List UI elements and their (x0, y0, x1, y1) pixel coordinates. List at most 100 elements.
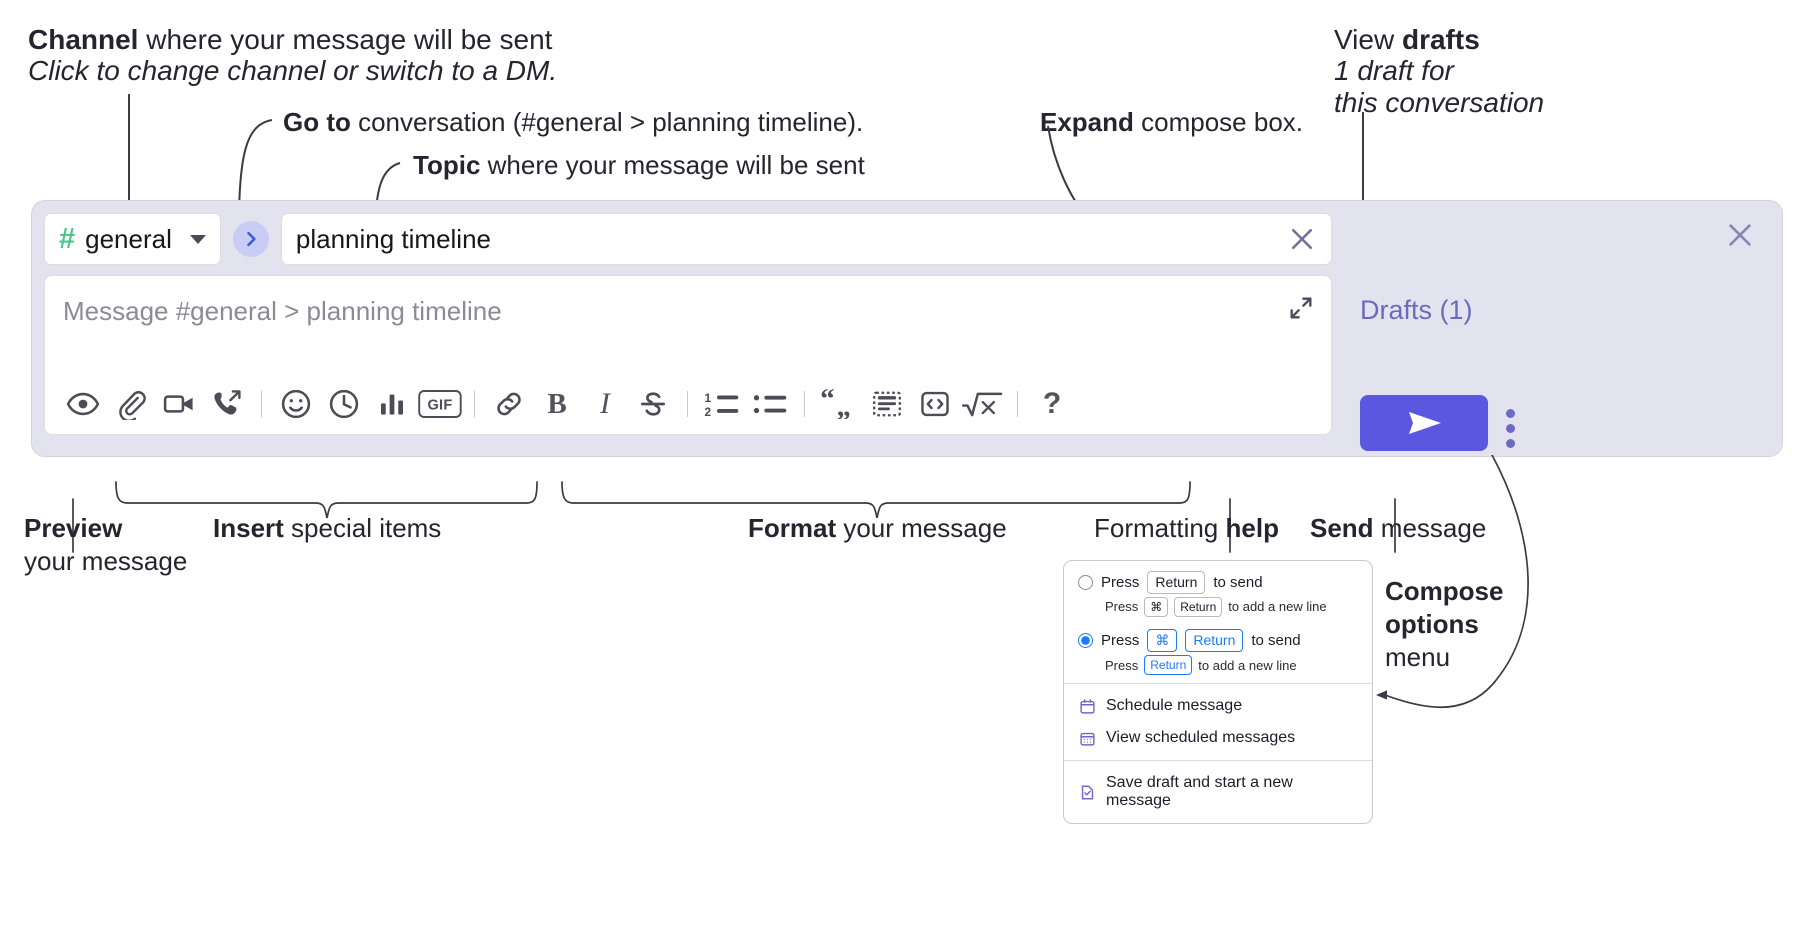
channel-name: general (85, 223, 172, 254)
annotation-compose-options-2: options (1385, 608, 1479, 641)
ordered-list-icon[interactable]: 1 2 (698, 380, 746, 428)
drafts-link[interactable]: Drafts (1) (1360, 295, 1473, 325)
strikethrough-icon[interactable] (629, 380, 677, 428)
annotation-compose-options: Compose (1385, 575, 1503, 608)
link-icon[interactable] (485, 380, 533, 428)
compose-right-column: Drafts (1) (1348, 213, 1768, 451)
attachment-icon[interactable] (107, 380, 155, 428)
channel-selector[interactable]: # general (44, 213, 221, 265)
annotation-goto-bold: Go to (283, 107, 351, 137)
annotation-drafts-bold: drafts (1401, 24, 1480, 55)
key-return: Return (1144, 654, 1193, 676)
compose-options-menu: Press Return to send Press ⌘ Return to a… (1063, 560, 1373, 825)
menu-item-schedule-message[interactable]: Schedule message (1064, 690, 1372, 722)
menu-item-save-draft[interactable]: Save draft and start a new message (1064, 767, 1372, 817)
bulleted-list-icon[interactable] (746, 380, 794, 428)
option1-sub-post: to add a new line (1228, 599, 1327, 615)
annotation-channel-rest: where your message will be sent (138, 24, 553, 55)
italic-icon[interactable]: I (600, 387, 610, 420)
annotation-preview-bold: Preview (24, 513, 123, 543)
preview-icon[interactable] (59, 380, 107, 428)
chevron-right-icon (247, 231, 256, 247)
blockquote-icon[interactable]: “ „ (815, 380, 863, 428)
svg-text:GIF: GIF (427, 398, 452, 414)
audio-clip-icon[interactable] (203, 380, 251, 428)
annotation-drafts-sub2-text: this conversation (1334, 87, 1545, 118)
formatting-toolbar: GIF B I (45, 374, 1331, 434)
goto-conversation-button[interactable] (232, 221, 269, 257)
annotation-send: Send message (1310, 512, 1486, 545)
annotation-help-bold: help (1225, 513, 1279, 543)
kebab-dot (1506, 409, 1515, 418)
key-return: Return (1185, 629, 1244, 652)
annotation-compose-options-l1: Compose (1385, 576, 1504, 606)
help-icon[interactable]: ? (1042, 387, 1062, 420)
option1-pre: Press (1101, 573, 1140, 591)
annotation-topic-rest: where your message will be sent (480, 150, 865, 180)
option-return-to-send-sub: Press ⌘ Return to add a new line (1064, 594, 1372, 618)
option2-pre: Press (1101, 632, 1140, 650)
close-compose-button[interactable] (1724, 219, 1756, 251)
poll-bars-icon[interactable] (368, 380, 416, 428)
send-paperplane-icon (1409, 412, 1441, 434)
annotation-help-lead: Formatting (1094, 513, 1226, 543)
key-return: Return (1147, 571, 1206, 594)
menu-item-view-scheduled-messages[interactable]: View scheduled messages (1064, 722, 1372, 754)
annotation-topic: Topic where your message will be sent (413, 149, 865, 182)
menu-divider (1064, 683, 1372, 685)
annotation-channel-sub-text: Click to change channel or switch to a D… (28, 55, 558, 86)
message-input-box[interactable]: Message #general > planning timeline (44, 275, 1332, 435)
compose-panel: # general planning timeline Message #ge (31, 200, 1783, 457)
bold-icon[interactable]: B (547, 387, 567, 420)
annotation-channel-bold: Channel (28, 24, 139, 55)
menu-item-label: Save draft and start a new message (1106, 774, 1293, 810)
inline-code-icon[interactable] (911, 380, 959, 428)
option-cmd-return-to-send[interactable]: Press ⌘ Return to send (1064, 629, 1372, 652)
annotation-topic-bold: Topic (413, 150, 481, 180)
topic-value: planning timeline (295, 223, 492, 254)
option2-sub-pre: Press (1105, 657, 1139, 673)
option-cmd-return-to-send-sub: Press Return to add a new line (1064, 652, 1372, 676)
option-return-to-send[interactable]: Press Return to send (1064, 571, 1372, 594)
annotation-compose-options-3: menu (1385, 641, 1450, 674)
annotation-drafts-lead: View (1334, 24, 1402, 55)
annotation-format-bold: Format (748, 513, 837, 543)
clock-icon[interactable] (320, 380, 368, 428)
svg-text:“: “ (820, 389, 834, 415)
radio-cmd-return-to-send[interactable] (1078, 633, 1093, 649)
annotation-insert-bold: Insert (213, 513, 284, 543)
expand-compose-button[interactable] (1287, 294, 1315, 322)
video-camera-icon[interactable] (155, 380, 203, 428)
radio-return-to-send[interactable] (1078, 574, 1093, 590)
annotation-format-rest: your message (836, 513, 1007, 543)
emoji-icon[interactable] (272, 380, 320, 428)
annotation-send-rest: message (1373, 513, 1487, 543)
svg-text:2: 2 (705, 405, 712, 419)
svg-text:„: „ (837, 390, 851, 419)
send-shortcut-options: Press Return to send Press ⌘ Return to a… (1064, 561, 1372, 683)
compose-options-button[interactable] (1506, 409, 1515, 448)
toolbar-divider (261, 391, 262, 417)
annotation-help: Formatting help (1094, 512, 1279, 545)
gif-icon[interactable]: GIF (416, 380, 464, 428)
option2-post: to send (1251, 632, 1301, 650)
close-icon (1729, 224, 1751, 246)
clear-topic-button[interactable] (1287, 224, 1317, 254)
annotation-drafts: View drafts (1334, 22, 1480, 58)
annotation-goto: Go to conversation (#general > planning … (283, 106, 863, 139)
schedule-group: Schedule message View scheduled messages (1064, 684, 1372, 760)
chevron-down-icon (189, 234, 206, 244)
annotation-compose-options-l3: menu (1385, 642, 1451, 672)
code-block-icon[interactable] (863, 380, 911, 428)
annotation-channel: Channel where your message will be sent (28, 22, 552, 58)
topic-input[interactable]: planning timeline (280, 213, 1332, 265)
math-icon[interactable] (959, 380, 1007, 428)
send-button[interactable] (1360, 395, 1488, 451)
key-command: ⌘ (1144, 596, 1169, 618)
annotation-goto-rest: conversation (#general > planning timeli… (350, 107, 864, 137)
option1-post: to send (1213, 573, 1263, 591)
calendar-icon (1078, 697, 1096, 715)
annotation-insert-rest: special items (283, 513, 442, 543)
toolbar-divider (1017, 391, 1018, 417)
annotation-send-bold: Send (1310, 513, 1374, 543)
